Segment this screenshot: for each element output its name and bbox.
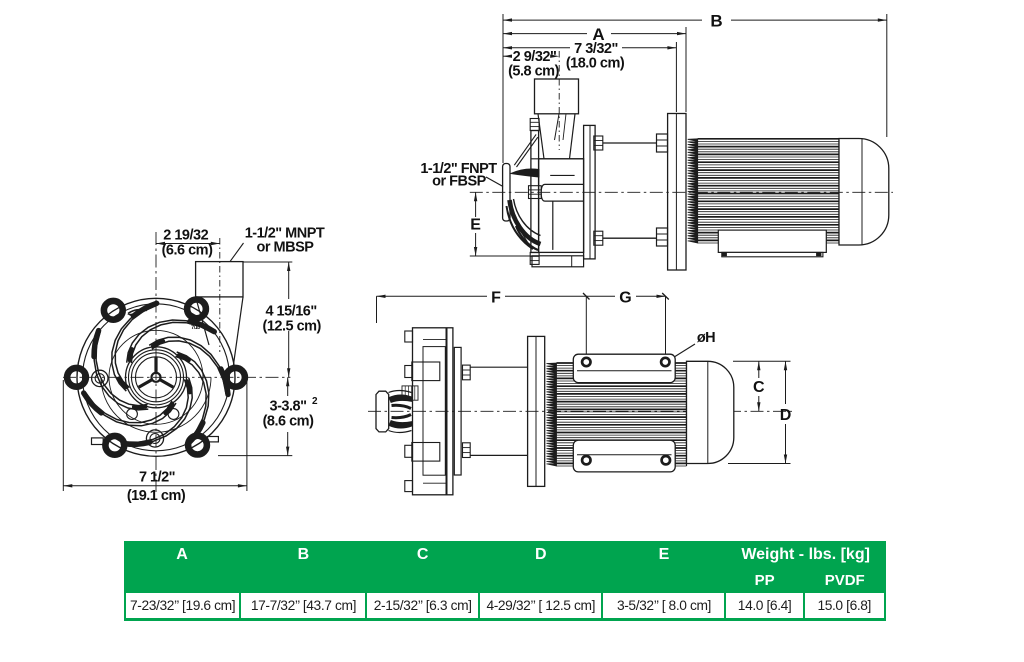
svg-text:(8.6 cm): (8.6 cm) [263,414,314,430]
svg-text:2 9/32": 2 9/32" [513,49,557,65]
svg-text:or MBSP: or MBSP [257,240,315,256]
svg-text:3-3.8": 3-3.8" [270,399,307,415]
svg-text:C: C [753,379,765,396]
svg-text:(5.8 cm): (5.8 cm) [508,64,559,80]
svg-text:øH: øH [697,330,715,346]
svg-text:A: A [592,25,604,44]
svg-text:4 15/16": 4 15/16" [265,304,316,320]
svg-text:2: 2 [312,396,318,407]
svg-text:F: F [491,290,501,307]
svg-text:2 19/32: 2 19/32 [163,228,208,244]
svg-text:(6.6 cm): (6.6 cm) [162,243,213,259]
svg-text:1-1/2" FNPT: 1-1/2" FNPT [420,161,497,177]
svg-text:7 1/2": 7 1/2" [139,470,175,486]
svg-text:(12.5 cm): (12.5 cm) [263,319,322,335]
svg-text:G: G [619,290,631,307]
svg-text:D: D [780,407,792,424]
svg-text:7/10: 7/10 [191,325,200,331]
svg-text:E: E [470,217,481,234]
svg-text:7 3/32": 7 3/32" [574,41,618,57]
svg-text:(18.0 cm): (18.0 cm) [566,55,625,71]
svg-text:B: B [710,12,722,31]
svg-text:1-1/2" MNPT: 1-1/2" MNPT [245,226,325,242]
svg-text:or FBSP: or FBSP [432,174,487,190]
svg-text:(19.1 cm): (19.1 cm) [127,488,186,504]
